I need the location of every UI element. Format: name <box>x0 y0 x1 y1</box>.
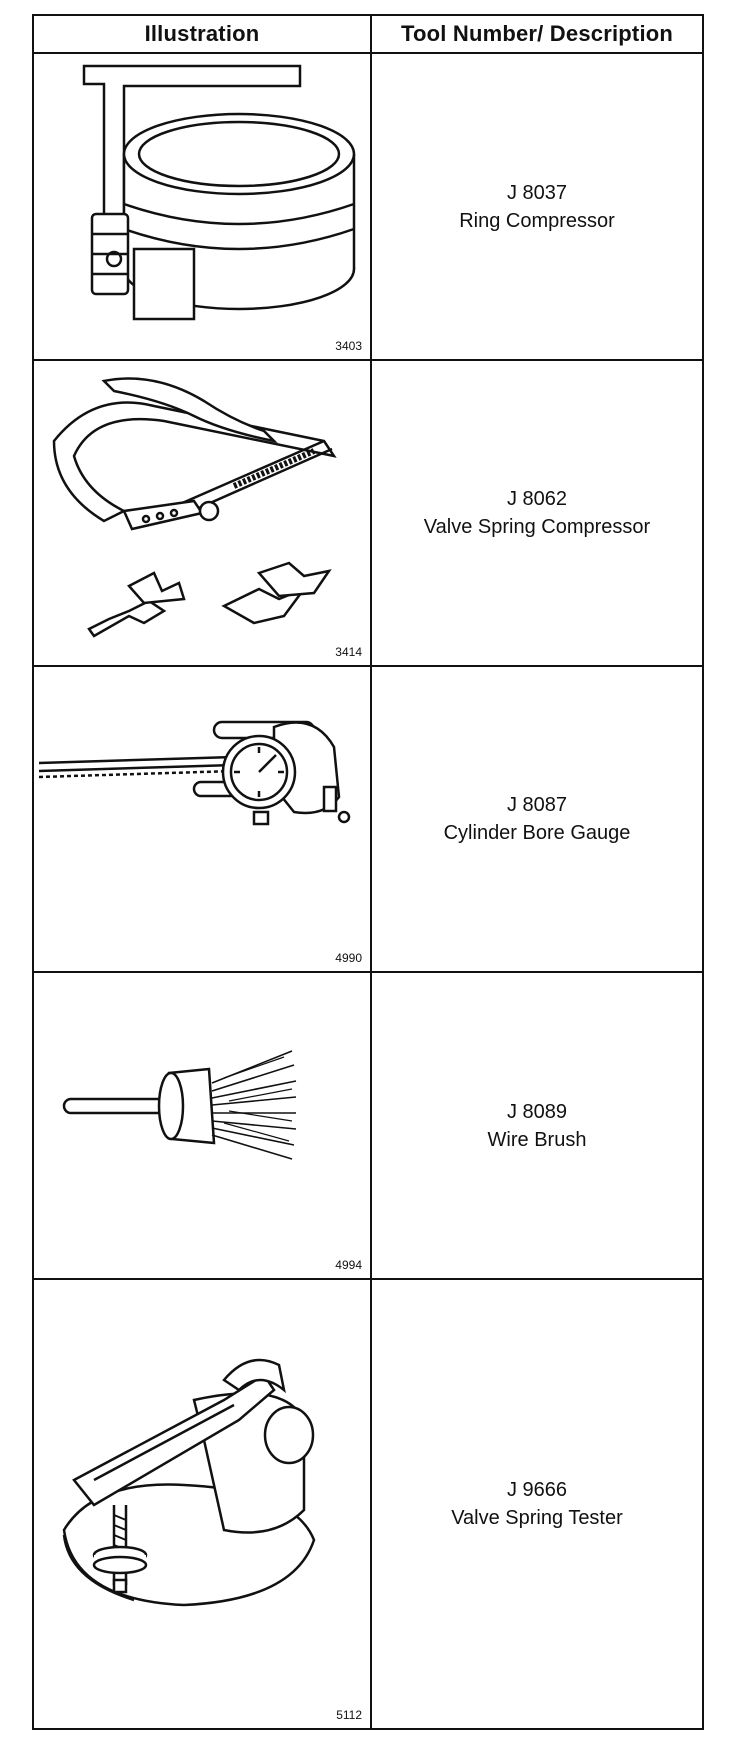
figure-number: 4994 <box>335 1258 362 1272</box>
tool-number: J 9666 <box>506 1479 568 1501</box>
figure-number: 3403 <box>335 339 362 353</box>
ring-compressor-icon <box>82 64 356 321</box>
tool-name: Valve Spring Compressor <box>423 516 651 538</box>
tool-table: Illustration Tool Number/ Description <box>32 14 704 1730</box>
tool-number: J 8037 <box>506 181 568 204</box>
figure-number: 5112 <box>336 1708 362 1722</box>
tool-number: J 8087 <box>506 794 568 816</box>
table-row: 5112 J 9666 Valve Spring Tester <box>34 1280 702 1728</box>
tool-name: Valve Spring Tester <box>451 1507 623 1529</box>
tool-name: Wire Brush <box>487 1128 587 1151</box>
tool-number: J 8089 <box>506 1100 568 1123</box>
valve-spring-compressor-icon <box>52 377 337 638</box>
illustration-cell: 3414 <box>34 361 370 665</box>
description-cell: J 8062 Valve Spring Compressor <box>372 361 702 665</box>
illustration-cell: 3403 <box>34 54 370 359</box>
header-description: Tool Number/ Description <box>400 21 674 46</box>
description-cell: J 8087 Cylinder Bore Gauge <box>372 667 702 971</box>
tool-name: Ring Compressor <box>459 209 615 232</box>
valve-spring-tester-icon <box>62 1358 316 1607</box>
figure-number: 4990 <box>335 951 362 965</box>
table-row: 3414 J 8062 Valve Spring Compressor <box>34 361 702 667</box>
illustration-cell: 4990 <box>34 667 370 971</box>
tool-name: Cylinder Bore Gauge <box>443 822 631 844</box>
description-cell: J 8037 Ring Compressor <box>372 54 702 359</box>
column-divider <box>370 16 372 1728</box>
illustration-cell: 5112 <box>34 1280 370 1728</box>
header-illustration: Illustration <box>144 21 260 46</box>
wire-brush-icon <box>62 1050 297 1160</box>
table-row: 4994 J 8089 Wire Brush <box>34 973 702 1280</box>
table-header: Illustration Tool Number/ Description <box>34 16 702 54</box>
cylinder-bore-gauge-icon <box>38 720 351 826</box>
table-row: 4990 J 8087 Cylinder Bore Gauge <box>34 667 702 973</box>
tool-number: J 8062 <box>506 488 568 510</box>
figure-number: 3414 <box>335 645 362 659</box>
description-cell: J 8089 Wire Brush <box>372 973 702 1278</box>
description-cell: J 9666 Valve Spring Tester <box>372 1280 702 1728</box>
table-row: 3403 J 8037 Ring Compressor <box>34 54 702 361</box>
illustration-cell: 4994 <box>34 973 370 1278</box>
